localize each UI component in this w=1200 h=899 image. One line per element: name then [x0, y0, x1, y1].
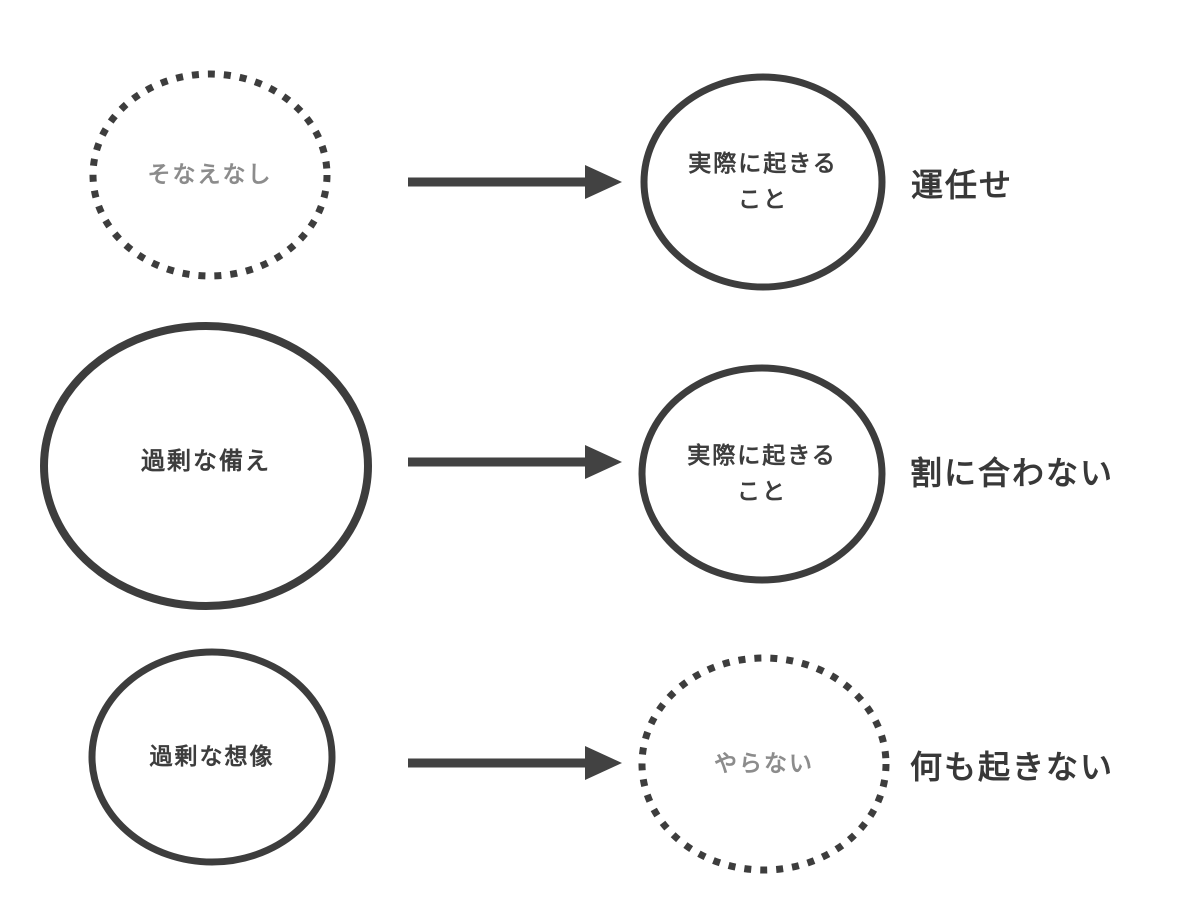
row3-arrow-right-icon — [408, 746, 622, 780]
row3-outcome-label: 何も起きない — [910, 749, 1115, 785]
row2-left-circle-large — [40, 322, 372, 610]
row3-right-circle-label: やらない — [714, 750, 814, 777]
row3-left-circle-label: 過剰な想像 — [149, 743, 275, 770]
row3-right-circle-dotted — [638, 654, 890, 874]
row1-left-circle-dotted — [89, 70, 331, 280]
row1-right-circle-label: 実際に起きる こと — [688, 150, 838, 212]
row2-right-circle-label: 実際に起きる こと — [687, 442, 837, 504]
row1-outcome-label: 運任せ — [911, 167, 1014, 203]
row2-left-circle-label: 過剰な備え — [141, 448, 271, 476]
row2-right-circle — [638, 364, 886, 584]
row2-outcome-label: 割に合わない — [910, 455, 1115, 491]
row1-left-circle-label: そなえなし — [147, 161, 273, 188]
row1-right-circle — [640, 73, 886, 291]
row2-arrow-right-icon — [408, 445, 622, 479]
row3-left-circle — [88, 648, 336, 866]
row1-arrow-right-icon — [408, 165, 622, 199]
